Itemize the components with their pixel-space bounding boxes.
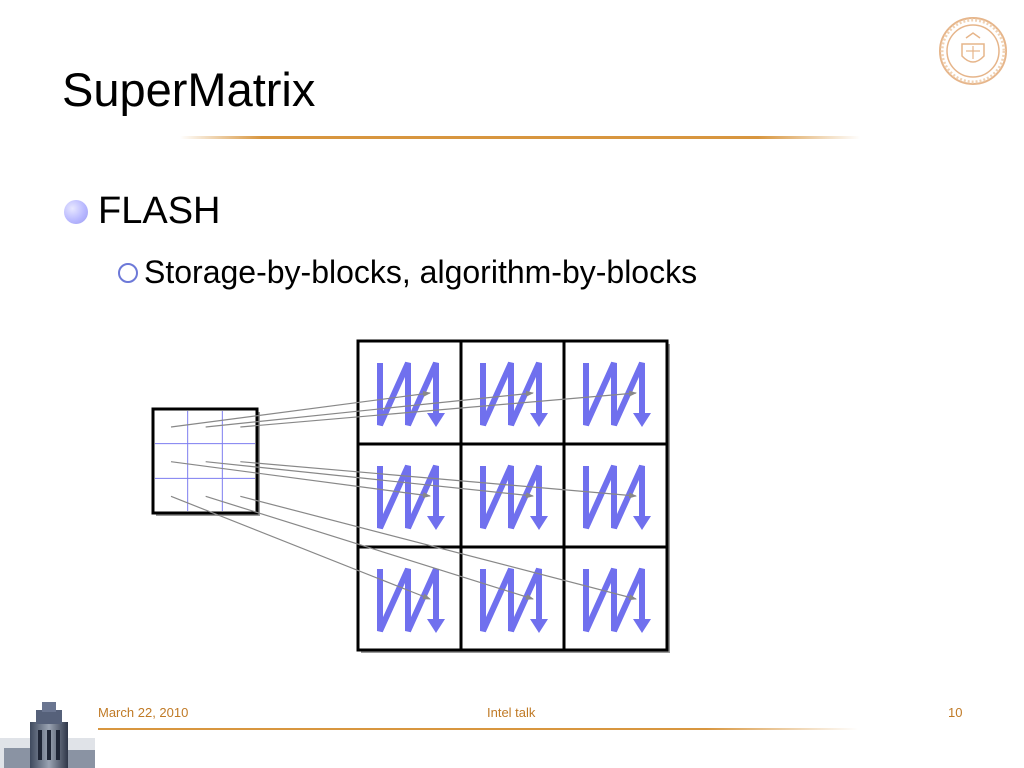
footer-rule bbox=[98, 728, 858, 730]
footer-page-number: 10 bbox=[948, 705, 963, 720]
zigzag-path bbox=[480, 361, 542, 427]
connector-line bbox=[240, 461, 637, 499]
zigzag-arrowhead-icon bbox=[427, 619, 445, 633]
block-zigzag-icon bbox=[583, 361, 651, 427]
zigzag-path bbox=[583, 567, 645, 633]
zigzag-arrowhead-icon bbox=[633, 516, 651, 530]
block-zigzag-icon bbox=[583, 567, 651, 633]
connector-lines bbox=[170, 390, 637, 601]
block-zigzag-icon bbox=[583, 464, 651, 530]
small-matrix bbox=[151, 407, 260, 516]
bullet-text-flash: FLASH bbox=[98, 190, 221, 232]
zigzag-arrowhead-icon bbox=[427, 413, 445, 427]
connector-line bbox=[205, 461, 534, 499]
large-matrix bbox=[356, 339, 670, 653]
zigzag-path bbox=[583, 464, 645, 530]
block-zigzag-icon bbox=[480, 361, 548, 427]
connector-line bbox=[170, 390, 431, 428]
campus-tower-icon bbox=[0, 702, 95, 768]
zigzag-path bbox=[583, 361, 645, 427]
zigzag-path bbox=[377, 464, 439, 530]
zigzag-path bbox=[480, 567, 542, 633]
connector-line bbox=[170, 495, 431, 600]
zigzag-arrowhead-icon bbox=[530, 516, 548, 530]
footer-date: March 22, 2010 bbox=[98, 705, 189, 720]
zigzag-path bbox=[480, 464, 542, 530]
bullet-level-1: FLASH bbox=[64, 192, 220, 230]
zigzag-path bbox=[377, 567, 439, 633]
zigzag-arrowhead-icon bbox=[427, 516, 445, 530]
university-seal-icon bbox=[939, 17, 1007, 85]
bullet-level-2: Storage-by-blocks, algorithm-by-blocks bbox=[118, 256, 697, 288]
title-rule bbox=[180, 136, 860, 139]
connector-line bbox=[205, 390, 534, 428]
zigzag-arrowhead-icon bbox=[530, 619, 548, 633]
bullet-ring-icon bbox=[118, 263, 138, 283]
block-zigzag-icon bbox=[480, 464, 548, 530]
connector-line bbox=[170, 461, 431, 499]
bullet-text-storage: Storage-by-blocks, algorithm-by-blocks bbox=[144, 254, 698, 290]
block-zigzag-icon bbox=[377, 464, 445, 530]
block-zigzag-icon bbox=[480, 567, 548, 633]
zigzag-arrowhead-icon bbox=[530, 413, 548, 427]
zigzag-arrowhead-icon bbox=[633, 619, 651, 633]
connector-line bbox=[205, 495, 534, 600]
small-matrix-frame bbox=[151, 407, 259, 515]
zigzag-arrowhead-icon bbox=[633, 413, 651, 427]
slide-title: SuperMatrix bbox=[62, 63, 316, 116]
connector-line bbox=[240, 495, 637, 601]
block-zigzag-icon bbox=[377, 567, 445, 633]
bullet-dot-icon bbox=[64, 200, 88, 224]
footer-talk-title: Intel talk bbox=[487, 705, 536, 720]
connector-line bbox=[240, 390, 637, 428]
